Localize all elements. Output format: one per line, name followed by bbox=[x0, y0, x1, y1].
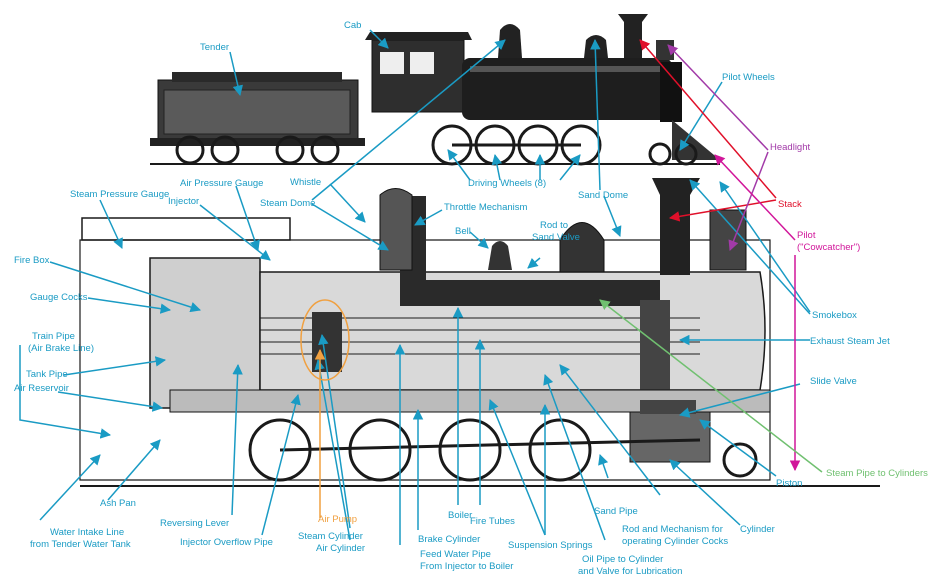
leader-fire-box bbox=[49, 261, 202, 313]
label-train-pipe-2: (Air Brake Line) bbox=[28, 343, 94, 354]
label-air-pump: Air Pump bbox=[318, 514, 357, 525]
leader-sand-dome-cut bbox=[603, 195, 622, 237]
leader-ash-pan bbox=[107, 439, 161, 501]
label-fire-box: Fire Box bbox=[14, 255, 50, 266]
leader-train-pipe bbox=[19, 345, 112, 439]
leader-tank-pipe bbox=[63, 356, 167, 376]
leader-air-cylinder bbox=[314, 358, 351, 541]
label-pilot-2: ("Cowcatcher") bbox=[797, 242, 860, 253]
label-pilot-wheels: Pilot Wheels bbox=[722, 72, 775, 83]
leader-cylinder bbox=[669, 459, 741, 526]
leader-steam-pressure-gauge bbox=[99, 199, 123, 249]
label-headlight: Headlight bbox=[770, 142, 810, 153]
labels: Cab Tender Pilot Wheels Headlight Stack … bbox=[14, 20, 928, 577]
label-feed-water-2: From Injector to Boiler bbox=[420, 561, 513, 572]
leader-suspension-a bbox=[488, 399, 546, 536]
leader-stack-top bbox=[639, 39, 777, 199]
leader-water-intake bbox=[39, 454, 101, 521]
leader-cab bbox=[369, 29, 389, 49]
label-boiler: Boiler bbox=[448, 510, 472, 521]
label-suspension-springs: Suspension Springs bbox=[508, 540, 593, 551]
leader-stack-cut bbox=[668, 199, 777, 222]
leader-steam-cylinder bbox=[318, 333, 351, 529]
label-cab: Cab bbox=[344, 20, 361, 31]
label-stack: Stack bbox=[778, 199, 802, 210]
label-bell: Bell bbox=[455, 226, 471, 237]
label-water-intake-1: Water Intake Line bbox=[50, 527, 124, 538]
leader-steam-dome-top bbox=[311, 39, 506, 201]
leader-driving-wheels-d bbox=[559, 154, 581, 181]
leader-reversing-lever bbox=[231, 363, 243, 516]
leader-air-reservoir bbox=[57, 391, 164, 412]
label-fire-tubes: Fire Tubes bbox=[470, 516, 515, 527]
label-injector: Injector bbox=[168, 196, 199, 207]
label-piston: Piston bbox=[776, 478, 802, 489]
label-oil-pipe-2: and Valve for Lubrication bbox=[578, 566, 682, 577]
leader-gauge-cocks bbox=[87, 297, 172, 314]
leader-sand-dome-top bbox=[590, 38, 601, 191]
locomotive-exterior-illustration bbox=[150, 14, 720, 166]
label-air-cylinder: Air Cylinder bbox=[316, 543, 365, 554]
label-rod-mech-1: Rod and Mechanism for bbox=[622, 524, 723, 535]
label-steam-pressure-gauge: Steam Pressure Gauge bbox=[70, 189, 169, 200]
leader-whistle bbox=[329, 183, 366, 223]
label-rod-to-sand-1: Rod to bbox=[540, 220, 568, 231]
leader-sand-pipe bbox=[598, 454, 609, 479]
label-gauge-cocks: Gauge Cocks bbox=[30, 292, 88, 303]
label-driving-wheels: Driving Wheels (8) bbox=[468, 178, 546, 189]
leader-steam-dome-cut bbox=[311, 203, 389, 251]
label-air-pressure-gauge: Air Pressure Gauge bbox=[180, 178, 263, 189]
label-water-intake-2: from Tender Water Tank bbox=[30, 539, 131, 550]
label-sand-pipe: Sand Pipe bbox=[594, 506, 638, 517]
label-exhaust-steam-jet: Exhaust Steam Jet bbox=[810, 336, 890, 347]
label-steam-cylinder: Steam Cylinder bbox=[298, 531, 363, 542]
leader-injector-overflow bbox=[261, 393, 301, 536]
leader-oil-pipe bbox=[543, 374, 606, 541]
label-rod-to-sand-2: Sand Valve bbox=[532, 232, 580, 243]
label-tender: Tender bbox=[200, 42, 229, 53]
label-steam-dome: Steam Dome bbox=[260, 198, 315, 209]
leader-headlight-cut bbox=[728, 151, 769, 251]
air-pump-highlight bbox=[300, 299, 350, 381]
leader-air-pressure-gauge bbox=[235, 185, 260, 251]
label-whistle: Whistle bbox=[290, 177, 321, 188]
label-sand-dome: Sand Dome bbox=[578, 190, 628, 201]
leader-rod-sand bbox=[527, 257, 541, 269]
label-injector-overflow-pipe: Injector Overflow Pipe bbox=[180, 537, 273, 548]
label-reversing-lever: Reversing Lever bbox=[160, 518, 229, 529]
label-oil-pipe-1: Oil Pipe to Cylinder bbox=[582, 554, 663, 565]
label-steam-pipe-to-cylinders: Steam Pipe to Cylinders bbox=[826, 468, 928, 479]
label-train-pipe-1: Train Pipe bbox=[32, 331, 75, 342]
label-tank-pipe: Tank Pipe bbox=[26, 369, 68, 380]
leader-lines bbox=[19, 29, 823, 545]
leader-steam-pipe-cylinders bbox=[599, 299, 823, 473]
locomotive-cutaway-illustration bbox=[79, 178, 880, 487]
label-pilot-1: Pilot bbox=[797, 230, 816, 241]
leader-driving-wheels-b bbox=[491, 153, 503, 181]
leader-pilot-wheels bbox=[679, 81, 723, 151]
leader-tender bbox=[229, 51, 243, 97]
label-feed-water-1: Feed Water Pipe bbox=[420, 549, 491, 560]
leader-piston bbox=[699, 419, 777, 477]
leader-rod-mech bbox=[559, 364, 661, 496]
leader-headlight-top bbox=[667, 44, 769, 151]
leader-pilot-top bbox=[714, 154, 796, 241]
label-brake-cylinder: Brake Cylinder bbox=[418, 534, 480, 545]
label-throttle-mechanism: Throttle Mechanism bbox=[444, 202, 528, 213]
leader-injector bbox=[199, 204, 271, 261]
leader-smokebox-b bbox=[689, 179, 811, 315]
label-slide-valve: Slide Valve bbox=[810, 376, 857, 387]
label-ash-pan: Ash Pan bbox=[100, 498, 136, 509]
leader-throttle bbox=[414, 209, 443, 226]
leader-bell bbox=[469, 231, 489, 249]
label-rod-mech-2: operating Cylinder Cocks bbox=[622, 536, 728, 547]
leader-slide-valve bbox=[678, 383, 801, 418]
leader-driving-wheels-a bbox=[447, 149, 471, 181]
label-smokebox: Smokebox bbox=[812, 310, 857, 321]
label-air-reservoir: Air Reservoir bbox=[14, 383, 69, 394]
label-cylinder: Cylinder bbox=[740, 524, 775, 535]
